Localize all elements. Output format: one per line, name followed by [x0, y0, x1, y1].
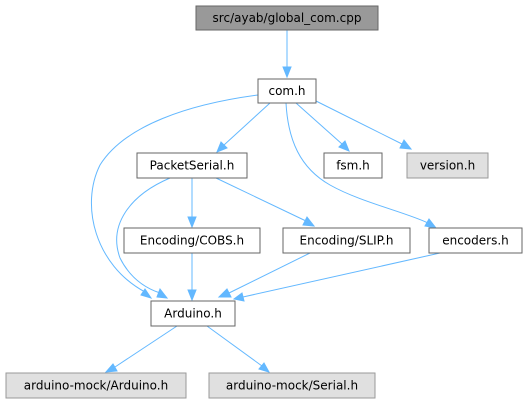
- edge-com-h-to-arduino-h: [90, 94, 259, 299]
- nodes: src/ayab/global_com.cpp com.h PacketSeri…: [5, 5, 523, 399]
- node-arduino-h[interactable]: Arduino.h: [150, 300, 236, 327]
- node-com-h[interactable]: com.h: [257, 78, 317, 104]
- edge-com-h-to-version-h: [315, 100, 413, 150]
- node-arduino-mock-arduino-h-label: arduino-mock/Arduino.h: [24, 379, 168, 393]
- node-fsm-h-label: fsm.h: [336, 159, 370, 173]
- edge-com-h-to-fsm-h: [295, 102, 350, 152]
- node-version-h-label: version.h: [420, 159, 475, 173]
- edge-com-h-to-packetserial-h: [216, 102, 271, 153]
- node-arduino-mock-arduino-h[interactable]: arduino-mock/Arduino.h: [5, 372, 187, 399]
- edge-encoding-cobs-h-to-arduino-h: [187, 253, 197, 302]
- edge-packetserial-h-to-encoding-cobs-h: [187, 178, 197, 229]
- edges: [90, 30, 441, 373]
- edge-global-com-cpp-to-com-h: [282, 30, 292, 79]
- node-encoding-slip-h-label: Encoding/SLIP.h: [300, 234, 394, 248]
- node-version-h[interactable]: version.h: [406, 152, 489, 179]
- node-global-com-cpp[interactable]: src/ayab/global_com.cpp: [195, 5, 379, 31]
- edge-arduino-h-to-arduino-mock-serial-h: [206, 325, 271, 373]
- node-com-h-label: com.h: [268, 84, 305, 98]
- node-global-com-cpp-label: src/ayab/global_com.cpp: [213, 11, 362, 25]
- node-fsm-h[interactable]: fsm.h: [323, 152, 383, 179]
- node-arduino-mock-serial-h[interactable]: arduino-mock/Serial.h: [208, 372, 376, 399]
- node-encoders-h-label: encoders.h: [442, 234, 509, 248]
- edge-packetserial-h-to-arduino-h: [116, 177, 171, 299]
- edge-encoding-slip-h-to-arduino-h: [217, 252, 311, 298]
- edge-arduino-h-to-arduino-mock-arduino-h: [104, 325, 178, 373]
- node-encoding-cobs-h-label: Encoding/COBS.h: [140, 234, 244, 248]
- node-arduino-h-label: Arduino.h: [164, 307, 222, 321]
- node-packetserial-h[interactable]: PacketSerial.h: [136, 152, 248, 179]
- node-encoding-slip-h[interactable]: Encoding/SLIP.h: [282, 227, 411, 254]
- edge-encoders-h-to-arduino-h: [232, 252, 441, 302]
- node-arduino-mock-serial-h-label: arduino-mock/Serial.h: [226, 379, 358, 393]
- node-packetserial-h-label: PacketSerial.h: [150, 159, 235, 173]
- edge-com-h-to-encoders-h: [285, 102, 438, 229]
- node-encoders-h[interactable]: encoders.h: [428, 227, 523, 254]
- node-encoding-cobs-h[interactable]: Encoding/COBS.h: [123, 227, 261, 254]
- edge-packetserial-h-to-encoding-slip-h: [215, 177, 316, 227]
